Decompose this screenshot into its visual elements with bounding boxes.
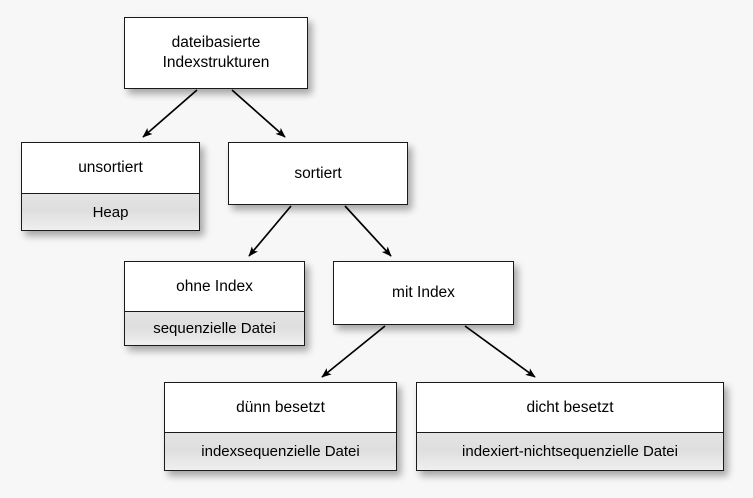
node-subtitle: Heap	[22, 193, 199, 230]
edge-sortiert-to-mit-index	[344, 205, 392, 257]
node-subtitle: sequenzielle Datei	[125, 311, 304, 345]
edge-mit-index-to-duenn	[321, 325, 386, 378]
edge-sortiert-to-ohne-index	[248, 205, 292, 257]
edge-mit-index-to-dicht	[464, 325, 536, 378]
node-duenn-besetzt[interactable]: dünn besetzt indexsequenzielle Datei	[164, 382, 397, 471]
node-subtitle: indexiert-nichtsequenzielle Datei	[417, 432, 723, 470]
node-title: dateibasierte Indexstrukturen	[125, 18, 307, 88]
node-dateibasierte-indexstrukturen[interactable]: dateibasierte Indexstrukturen	[124, 17, 308, 89]
node-mit-index[interactable]: mit Index	[333, 261, 514, 325]
edge-root-to-unsortiert	[142, 89, 198, 138]
node-title: ohne Index	[125, 262, 304, 311]
node-title: dünn besetzt	[165, 383, 396, 432]
node-dicht-besetzt[interactable]: dicht besetzt indexiert-nichtsequenziell…	[416, 382, 724, 471]
node-title: sortiert	[229, 143, 407, 204]
node-subtitle: indexsequenzielle Datei	[165, 432, 396, 470]
node-sortiert[interactable]: sortiert	[228, 142, 408, 205]
node-title: mit Index	[334, 262, 513, 324]
node-title: dicht besetzt	[417, 383, 723, 432]
node-unsortiert[interactable]: unsortiert Heap	[21, 142, 200, 231]
edge-root-to-sortiert	[231, 89, 286, 138]
node-ohne-index[interactable]: ohne Index sequenzielle Datei	[124, 261, 305, 346]
node-title: unsortiert	[22, 143, 199, 193]
